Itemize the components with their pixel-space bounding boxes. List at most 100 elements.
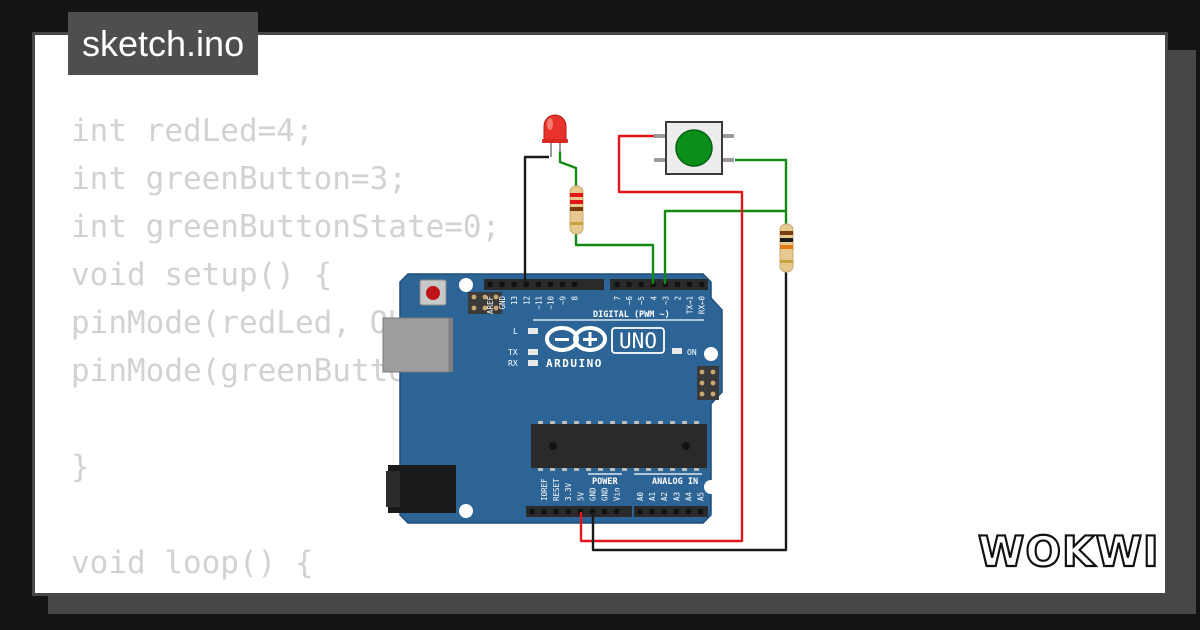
pin-label: 12 xyxy=(522,296,531,305)
pin-label: GND xyxy=(498,296,507,310)
usb-port xyxy=(382,317,453,373)
mounting-hole xyxy=(704,347,718,361)
digital-pin[interactable] xyxy=(638,282,644,287)
power-pin[interactable] xyxy=(553,509,559,514)
led-rx xyxy=(528,360,538,366)
pin-label: RX←0 xyxy=(698,296,707,315)
green-pushbutton[interactable] xyxy=(654,121,734,175)
power-pin[interactable] xyxy=(565,509,571,514)
analog-pin[interactable] xyxy=(698,509,703,514)
code-line: } xyxy=(71,449,90,485)
pin-label: AREF xyxy=(486,296,495,315)
pin-label: 2 xyxy=(674,296,683,301)
pin-label: GND xyxy=(601,487,610,501)
pin-label: ~3 xyxy=(661,296,670,305)
power-pin[interactable] xyxy=(602,509,608,514)
digital-pin[interactable] xyxy=(487,282,493,287)
wire-5v-button[interactable] xyxy=(579,134,744,543)
digital-pin[interactable] xyxy=(572,282,578,287)
pin-label: TX→1 xyxy=(686,296,695,314)
pin-label: 8 xyxy=(571,296,580,301)
analog-pin[interactable] xyxy=(649,509,655,514)
red-led[interactable] xyxy=(542,114,568,157)
code-line: int redLed=4; xyxy=(71,113,314,149)
wokwi-logo: WOKWI xyxy=(977,526,1156,577)
file-tab[interactable]: sketch.ino xyxy=(68,12,259,75)
digital-header-right xyxy=(610,279,708,290)
mounting-hole xyxy=(704,480,718,494)
digital-pin[interactable] xyxy=(699,282,705,287)
analog-pin[interactable] xyxy=(637,509,643,514)
arduino-infinity-logo xyxy=(545,326,607,352)
pin-label: 3.3V xyxy=(564,482,573,501)
digital-pin[interactable] xyxy=(523,282,529,287)
pin-label: 4 xyxy=(649,296,658,301)
analog-pin[interactable] xyxy=(673,509,679,514)
wire-resistor-gnd[interactable] xyxy=(591,272,788,552)
pin-label: ~5 xyxy=(637,296,646,305)
analog-label: ANALOG IN xyxy=(652,477,698,487)
pin-label: ~11 xyxy=(534,296,543,310)
wire-led-resistor[interactable] xyxy=(558,150,578,188)
icsp-header xyxy=(468,292,502,314)
digital-pin[interactable] xyxy=(511,282,517,287)
pin-label: GND xyxy=(588,487,597,501)
digital-pin[interactable] xyxy=(626,282,632,287)
board-model: UNO xyxy=(619,329,657,353)
svg-text:WOKWI: WOKWI xyxy=(978,527,1156,576)
analog-pin[interactable] xyxy=(661,509,667,514)
wire-led-gnd[interactable] xyxy=(523,155,549,284)
digital-pin[interactable] xyxy=(687,282,693,287)
code-line: int greenButton=3; xyxy=(71,161,407,197)
pin-label: IOREF xyxy=(540,478,549,501)
led-on xyxy=(672,348,682,354)
pin-label: ~6 xyxy=(625,296,634,306)
analog-header xyxy=(634,506,708,517)
digital-pin[interactable] xyxy=(662,282,668,287)
power-pin[interactable] xyxy=(614,509,620,514)
power-label: POWER xyxy=(592,477,618,487)
pin-label: 13 xyxy=(510,296,519,305)
digital-pin[interactable] xyxy=(548,282,553,287)
pin-label: Vin xyxy=(613,487,622,501)
atmega-chip xyxy=(531,421,707,471)
digital-pin[interactable] xyxy=(614,282,620,287)
pin-label: A3 xyxy=(672,492,681,501)
digital-header-left xyxy=(484,279,604,290)
code-line: int greenButtonState=0; xyxy=(71,209,501,245)
resistor-button[interactable] xyxy=(779,223,794,273)
power-pin[interactable] xyxy=(577,509,583,514)
pin-label: 5V xyxy=(576,491,585,501)
led-l xyxy=(528,328,538,334)
wire-button-pin3[interactable] xyxy=(663,158,788,284)
led-tx-label: TX xyxy=(508,348,518,357)
led-tx xyxy=(528,349,538,355)
digital-pin[interactable] xyxy=(535,282,541,287)
power-pin[interactable] xyxy=(541,509,547,514)
digital-pin[interactable] xyxy=(675,282,680,287)
code-line: void loop() { xyxy=(71,545,314,581)
pin-label: A5 xyxy=(697,492,706,501)
pin-label: ~10 xyxy=(547,296,556,310)
digital-label: DIGITAL (PWM ~) xyxy=(593,310,670,320)
led-rx-label: RX xyxy=(508,359,518,368)
resistor-led[interactable] xyxy=(569,185,584,235)
led-on-label: ON xyxy=(687,348,697,357)
wire-resistor-pin4[interactable] xyxy=(574,232,655,284)
power-jack xyxy=(386,465,456,513)
reset-button[interactable] xyxy=(419,279,447,306)
pin-label: RESET xyxy=(552,478,561,501)
analog-pin[interactable] xyxy=(685,509,691,514)
pin-label: A4 xyxy=(684,491,693,501)
board-brand: ARDUINO xyxy=(546,357,603,370)
code-line: void setup() { xyxy=(71,257,333,293)
power-pin[interactable] xyxy=(529,509,535,514)
digital-pin[interactable] xyxy=(560,282,566,287)
digital-pin[interactable] xyxy=(650,282,656,287)
pin-label: A1 xyxy=(648,492,657,501)
digital-pin[interactable] xyxy=(499,282,505,287)
mounting-hole xyxy=(459,278,473,292)
power-pin[interactable] xyxy=(590,509,595,514)
